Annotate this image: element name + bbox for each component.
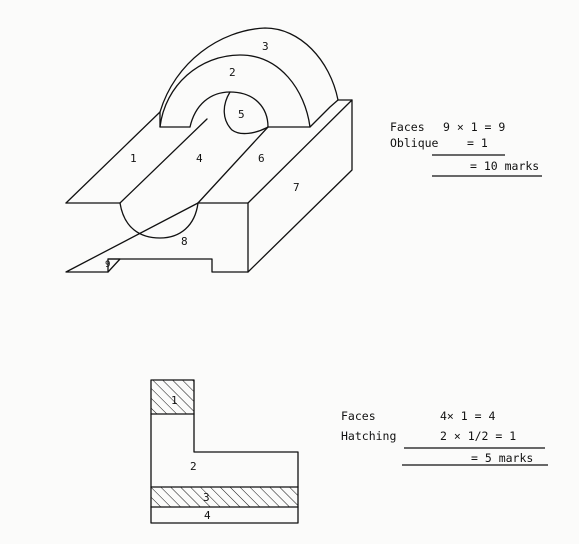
face-label-9: 9 [105,260,110,270]
sec-row2-expr: 2 × 1/2 = 1 [440,429,516,443]
iso-row2-name: Oblique [390,136,439,150]
iso-row1-name: Faces [390,120,425,134]
channel-front-arc [119,202,199,239]
arch-hole-back [223,91,269,135]
iso-row2-expr: = 1 [467,136,488,150]
arch-outer-curve [159,27,339,113]
section-outline [150,379,299,524]
isometric-view: 1 2 3 4 5 6 7 8 9 [65,27,353,273]
face-label-7: 7 [293,181,300,194]
sec-row1-name: Faces [341,409,376,423]
channel-right-edge [197,126,269,204]
section-hatch-1 [151,380,194,414]
section-view: 1 2 3 4 [150,379,299,524]
channel-left-edge [119,118,208,204]
section-marks: Faces 4× 1 = 4 Hatching 2 × 1/2 = 1 = 5 … [341,409,548,466]
arch-inner-hole [189,91,269,128]
face-label-2: 2 [229,66,236,79]
top-face-left [65,111,191,204]
sec-row1-expr: 4× 1 = 4 [440,409,495,423]
section-hatch-3 [151,487,298,507]
iso-row1-expr: 9 × 1 = 9 [443,120,505,134]
face-label-4: 4 [196,152,203,165]
face-label-5: 5 [238,108,245,121]
face-label-1: 1 [130,152,137,165]
top-face-right [267,99,353,128]
arch-front-curve [159,54,311,128]
face-label-8: 8 [181,235,188,248]
block-front-face [65,202,249,273]
section-label-2: 2 [190,460,197,473]
oblique-face-9 [107,258,121,273]
iso-total: = 10 marks [470,159,539,173]
section-label-4: 4 [204,509,211,522]
section-label-3: 3 [203,491,210,504]
face-label-3: 3 [262,40,269,53]
isometric-marks: Faces 9 × 1 = 9 Oblique = 1 = 10 marks [390,120,542,177]
face-label-6: 6 [258,152,265,165]
section-label-1: 1 [171,394,178,407]
block-right-face [247,99,353,273]
sec-total: = 5 marks [471,451,533,465]
sec-row2-name: Hatching [341,429,396,443]
